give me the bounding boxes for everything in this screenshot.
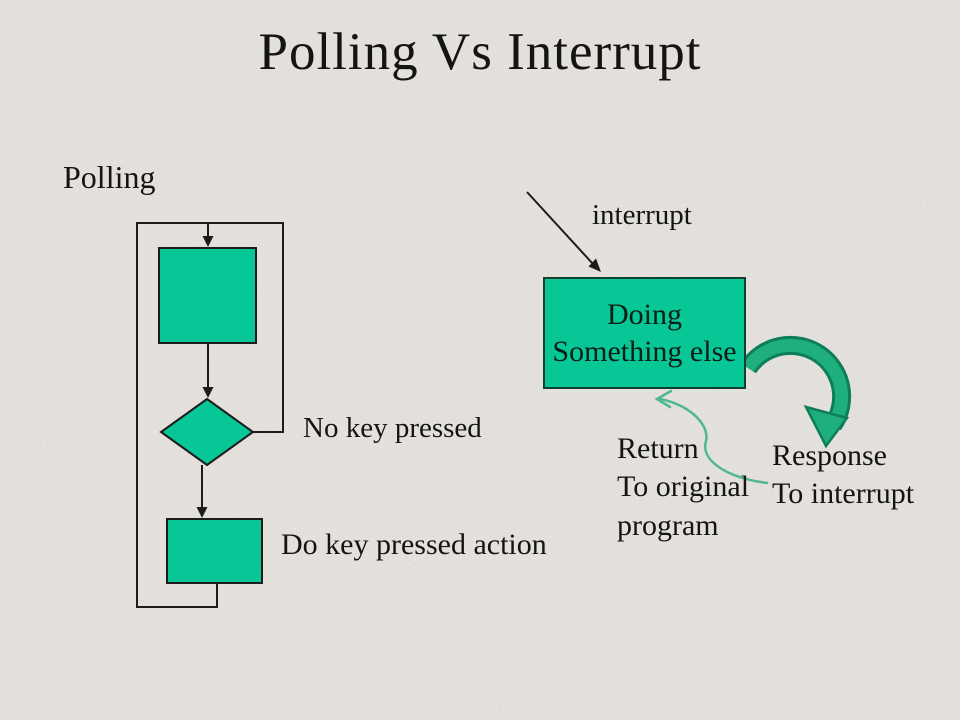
polling-loop-path xyxy=(136,222,284,608)
no-key-pressed-label: No key pressed xyxy=(303,412,482,444)
response-to-interrupt-label: Response To interrupt xyxy=(772,439,915,511)
decision-diamond xyxy=(159,397,255,467)
return-curved-arrow-head-icon xyxy=(654,389,673,409)
interrupt-label: interrupt xyxy=(592,199,692,231)
page-title: Polling Vs Interrupt xyxy=(258,23,702,81)
return-to-original-label: Return To original program xyxy=(617,432,750,542)
doing-something-else-box: Doing Something else xyxy=(543,277,746,389)
arrow-top-to-check-head-icon xyxy=(202,236,214,247)
do-key-pressed-label: Do key pressed action xyxy=(281,528,547,561)
return-curved-arrow-line xyxy=(657,397,769,485)
poll-check-box xyxy=(158,247,257,344)
response-curved-arrow-head-icon xyxy=(803,405,850,449)
interrupt-arrow-head-icon xyxy=(588,258,601,272)
response-curved-arrow-body xyxy=(742,338,849,429)
polling-heading: Polling xyxy=(63,159,156,195)
doing-something-else-text: Doing Something else xyxy=(552,297,737,369)
interrupt-arrow-line xyxy=(526,191,594,265)
arrow-check-to-decision-head-icon xyxy=(202,387,214,398)
do-action-box xyxy=(166,518,263,584)
arrow-decision-to-action-head-icon xyxy=(196,507,208,518)
